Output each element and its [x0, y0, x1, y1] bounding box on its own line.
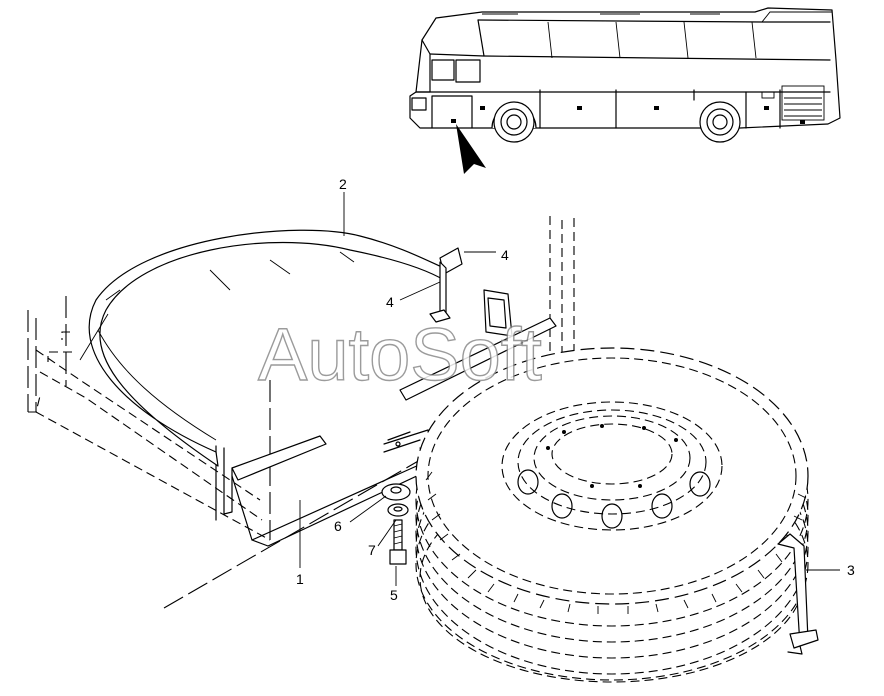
- bus-locator-illustration: [409, 7, 841, 174]
- rim-stud-holes: [517, 424, 711, 529]
- bolt-part-5: [389, 519, 407, 565]
- lock-washer-part-7: [387, 503, 409, 517]
- callout-1: 1: [296, 571, 304, 587]
- compartment-frame: [27, 216, 575, 609]
- retaining-hook: [777, 533, 819, 655]
- strap-buckle: [483, 289, 513, 337]
- leader-lines: [299, 192, 840, 586]
- callout-4-top: 4: [501, 247, 509, 263]
- callout-2: 2: [339, 176, 347, 192]
- clamp-bracket: [429, 247, 463, 323]
- washer-part-6: [381, 483, 411, 501]
- callout-6: 6: [334, 518, 342, 534]
- location-arrow-icon: [456, 124, 486, 174]
- callout-3: 3: [847, 562, 855, 578]
- callout-7: 7: [368, 542, 376, 558]
- spare-wheel: [415, 347, 809, 683]
- watermark: AutoSoft: [258, 313, 542, 396]
- bus-rear-wheel: [699, 101, 741, 143]
- callout-4-lower: 4: [386, 294, 394, 310]
- bus-front-wheel: [491, 101, 537, 143]
- callout-5: 5: [390, 587, 398, 603]
